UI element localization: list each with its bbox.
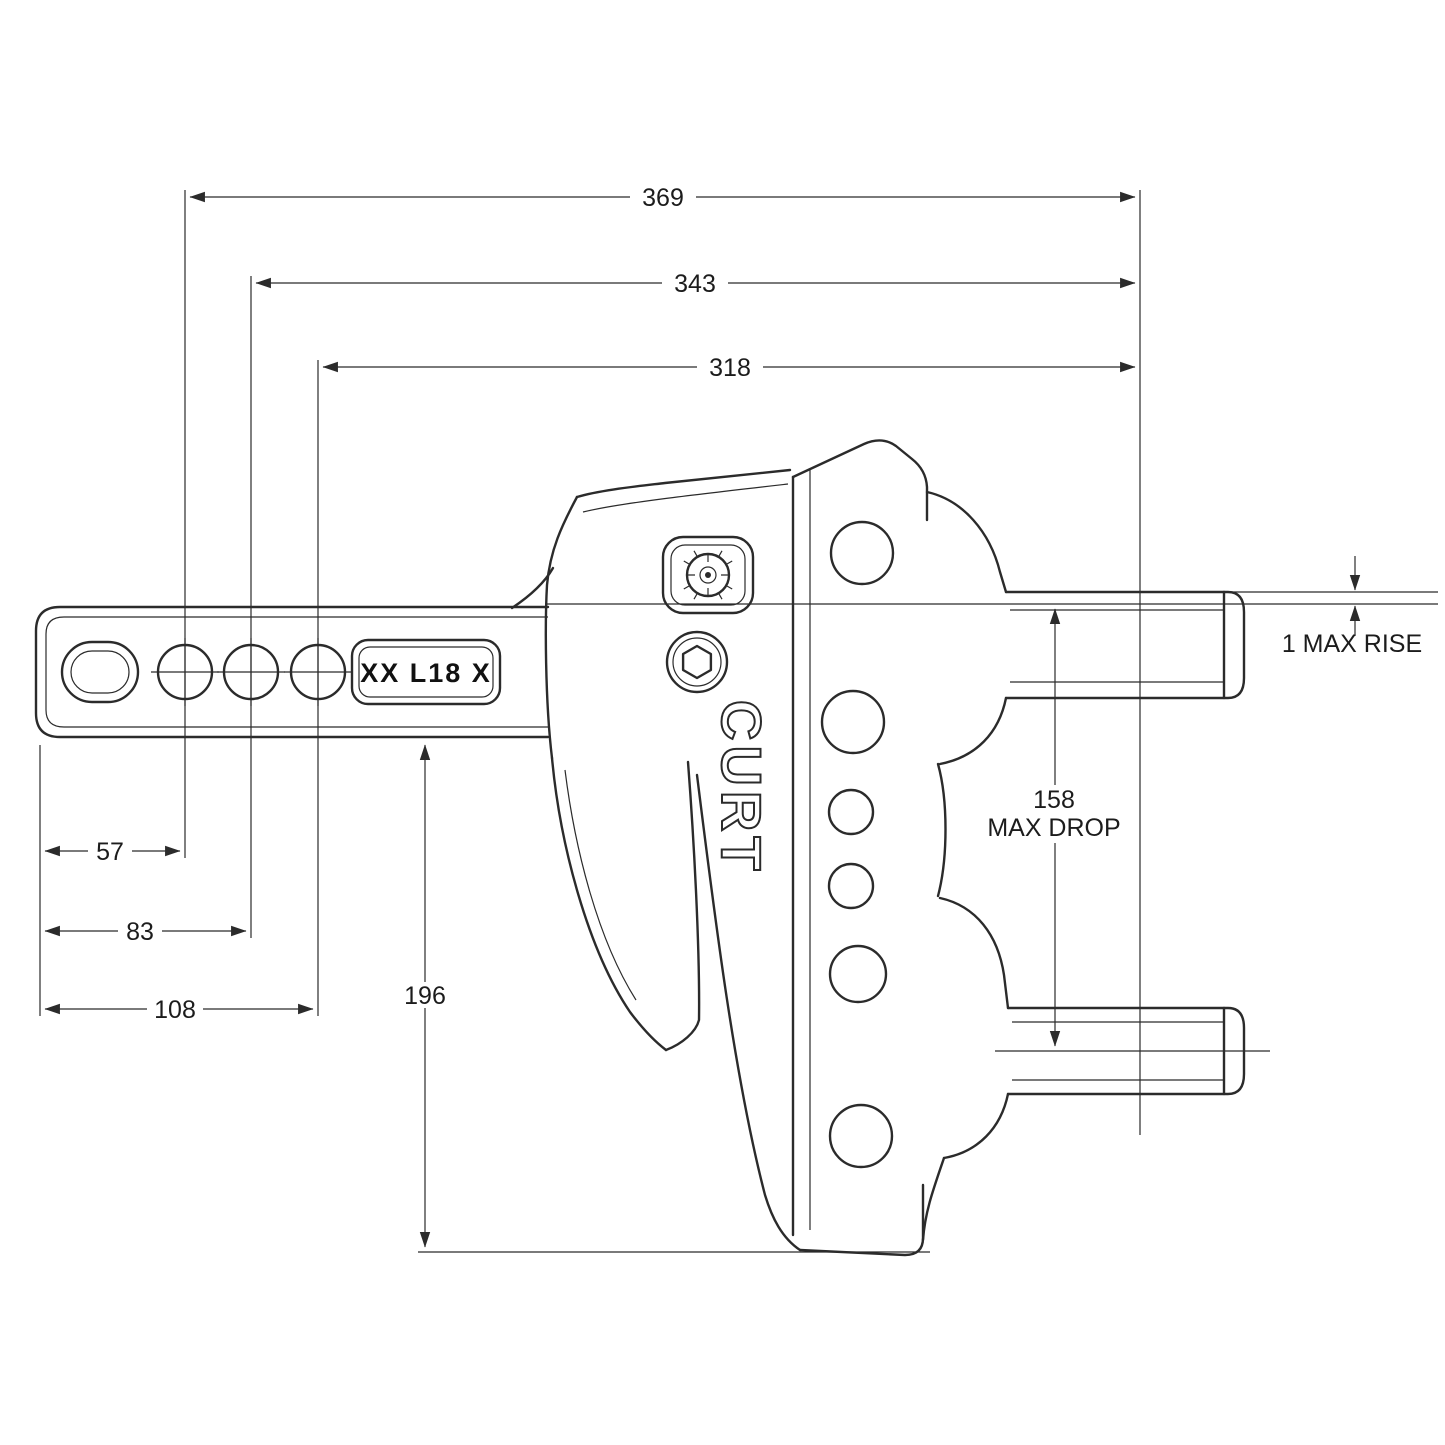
stamp-plate [350,638,502,706]
plate-hole [820,689,886,755]
dim-label-196: 196 [404,982,446,1010]
dim-label-max-rise: 1 MAX RISE [1282,630,1422,658]
plate-hole [827,788,875,836]
dim-label-318: 318 [709,354,751,382]
wedge-outer-edge [550,756,668,1052]
body-lower-sweep [695,773,802,1252]
hex-bolt-icon [665,630,729,694]
dim-label-57: 57 [96,838,124,866]
slot-hole-inner [70,650,130,694]
plate-right-mid-edge [936,762,947,898]
dim-label-max-drop: MAX DROP [987,814,1120,842]
dimension-labels: 369 343 318 57 83 108 196 158 MAX DROP 1… [96,184,1422,1024]
dim-label-369: 369 [642,184,684,212]
slot-hole [60,640,140,704]
head-assembly: CURT [510,439,1246,1257]
brand-logo-text: CURT [710,700,773,876]
adjustment-dial [661,535,755,615]
clamp-top-edge [575,468,792,499]
dim-label-108: 108 [154,996,196,1024]
plate-holes [820,520,895,1169]
dimension-label-backgrounds [88,184,1110,1022]
plate-top-edge [791,439,929,522]
body-bottom-edge [798,1183,925,1257]
dim-label-83: 83 [126,918,154,946]
plate-right-lower-edge [921,1156,946,1242]
top-prong [925,490,1246,766]
plate-hole [828,1103,894,1169]
shank-bar: XX L18 X [34,605,550,739]
bottom-prong [938,896,1246,1160]
wedge-inner-edge [664,760,701,1052]
plate-hole [828,944,888,1004]
plate-hole [827,862,875,910]
clamp-left-edge [544,495,579,760]
plate-hole [829,520,895,586]
stamp-plate-inner [358,646,494,698]
dim-label-343: 343 [674,270,716,298]
dim-label-158: 158 [1033,786,1075,814]
shank-stamp-text: XX L18 X [360,658,492,688]
clamp-nose [510,566,555,610]
